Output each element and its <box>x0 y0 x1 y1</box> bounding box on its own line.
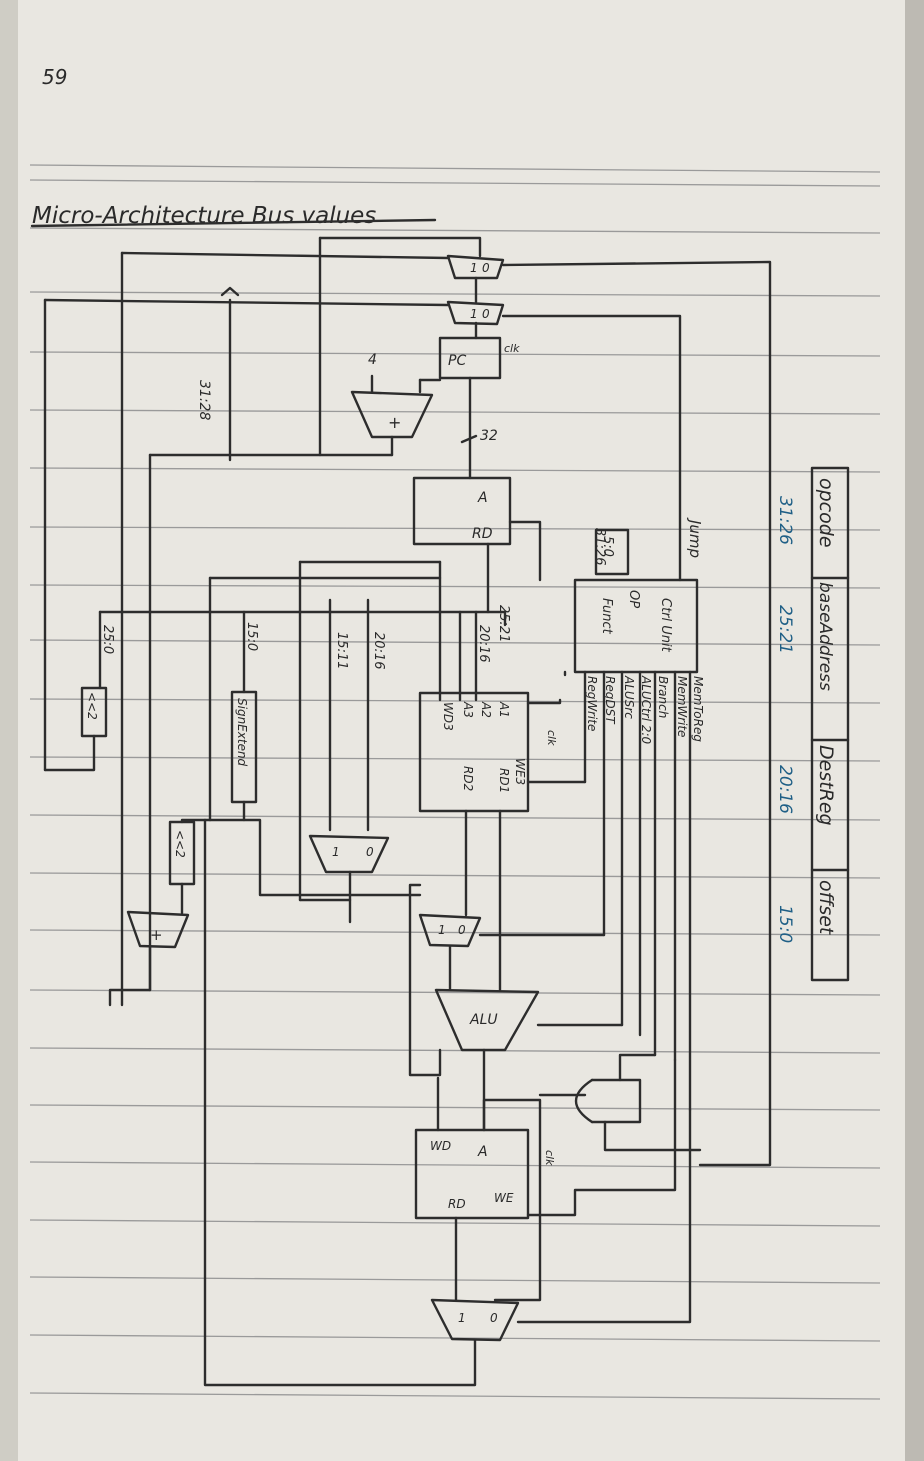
adder-plus: + <box>388 413 401 432</box>
ctrl-unit-label: Ctrl Unit <box>658 598 673 653</box>
dm-we-label: WE <box>494 1191 514 1205</box>
jump-signal-label: Jump <box>686 517 704 558</box>
title-underline <box>30 218 437 228</box>
op-field-box: 5:0 <box>594 528 630 576</box>
rf-we3-label: WE3 <box>513 758 527 785</box>
ruled-lines <box>29 164 881 1400</box>
field-offset: offset <box>815 880 837 936</box>
mux-label-1: 1 <box>470 307 478 321</box>
rf-a1-label: A1 <box>497 701 511 718</box>
mux-label-1: 1 <box>438 923 446 937</box>
shl2-label: <<2 <box>85 692 99 720</box>
bus-width-label: 32 <box>480 428 498 444</box>
rf-rd2-label: RD2 <box>461 766 475 791</box>
pc-clk-label: clk <box>504 342 520 355</box>
field-base-address: baseAddress <box>815 582 835 691</box>
page-number: 59 <box>42 65 67 89</box>
control-signal-labels: MemToReg MemWrite Branch ALUCtrl 2:0 ALU… <box>585 675 705 745</box>
bits-15-11-label: 15:11 <box>334 632 349 669</box>
bits-5-0-label: 5:0 <box>600 536 615 557</box>
bits-dest-reg: 20:16 <box>775 765 795 814</box>
imem-a-label: A <box>477 490 488 506</box>
mux-label-0: 0 <box>366 845 374 859</box>
bits-base-address: 25:21 <box>775 605 795 654</box>
instruction-bus <box>98 560 507 902</box>
field-dest-reg: DestReg <box>815 745 837 826</box>
rf-a3-label: A3 <box>461 701 475 718</box>
sign-extend-unit: SignExtend <box>230 690 258 804</box>
bits-20-16-label-a: 20:16 <box>476 625 491 662</box>
mux-label-0: 0 <box>490 1311 498 1325</box>
dm-a-label: A <box>477 1144 488 1160</box>
bits-25-0-label: 25:0 <box>100 625 115 654</box>
control-signal-wires <box>563 670 692 1112</box>
instruction-format-table: opcode baseAddress DestReg offset 31:26 … <box>775 466 850 982</box>
jump-shift-left-2: <<2 <box>80 686 108 738</box>
rf-clk-label: clk <box>545 730 558 746</box>
dm-wd-label: WD <box>430 1139 451 1153</box>
bits-15-0-label: 15:0 <box>244 622 259 651</box>
signal-alusrc: ALUSrc <box>622 675 636 719</box>
upper-bus-wiring <box>43 236 772 1167</box>
data-memory: A WD WE RD clk <box>414 1128 556 1220</box>
dm-clk-label: clk <box>543 1150 556 1166</box>
signal-branch: Branch <box>656 676 670 718</box>
dm-rd-label: RD <box>448 1197 466 1211</box>
bits-31-28-label: 31:28 <box>196 380 212 420</box>
signal-regdst: RegDST <box>603 676 617 725</box>
branch-shift-left-2: <<2 <box>168 820 196 886</box>
rf-a2-label: A2 <box>479 701 493 718</box>
control-unit: Ctrl Unit OP Funct <box>573 578 699 674</box>
pc-source-mux-top: 1 0 <box>446 254 505 280</box>
shl2-b-label: <<2 <box>173 830 187 858</box>
alu: ALU <box>434 988 540 1052</box>
constant-4-label: 4 <box>368 352 377 368</box>
rf-rd1-label: RD1 <box>497 768 511 793</box>
branch-adder: + <box>126 910 190 949</box>
branch-adder-plus: + <box>150 926 163 944</box>
ctrl-funct-label: Funct <box>599 598 614 635</box>
mux-label-0: 0 <box>482 261 490 275</box>
signal-memwrite: MemWrite <box>675 676 689 737</box>
regdst-mux: 1 0 <box>308 834 390 874</box>
branch-and-gate <box>574 1078 642 1124</box>
page-spine-shadow <box>0 0 18 1461</box>
imem-rd-label: RD <box>472 526 493 542</box>
bits-opcode: 31:26 <box>775 496 795 545</box>
alusrc-mux: 1 0 <box>418 913 482 948</box>
instruction-memory: A RD <box>412 476 512 546</box>
alu-label: ALU <box>469 1012 498 1028</box>
pc-register: PC clk <box>438 336 520 380</box>
signal-memtoreg: MemToReg <box>691 676 705 742</box>
mux-label-0: 0 <box>458 923 466 937</box>
bits-25-21-label: 25:21 <box>496 605 511 642</box>
page-edge <box>905 0 924 1461</box>
pc-source-mux-jump: 1 0 <box>446 300 505 326</box>
bits-offset: 15:0 <box>775 905 795 943</box>
mux-label-1: 1 <box>332 845 340 859</box>
ctrl-op-label: OP <box>626 590 641 608</box>
signal-aluctrl: ALUCtrl 2:0 <box>639 675 653 745</box>
memtoreg-mux: 1 0 <box>430 1298 520 1342</box>
pc-label: PC <box>448 353 466 369</box>
mux-label-0: 0 <box>482 307 490 321</box>
mux-label-1: 1 <box>458 1311 466 1325</box>
field-opcode: opcode <box>815 478 837 548</box>
rf-wd3-label: WD3 <box>441 702 455 731</box>
sign-extend-label: SignExtend <box>235 698 249 767</box>
signal-regwrite: RegWrite <box>585 676 599 731</box>
register-file: A1 A2 A3 WD3 clk WE3 RD1 RD2 <box>418 691 558 813</box>
pc-plus4-adder: + <box>350 390 434 439</box>
bits-20-16-label-b: 20:16 <box>371 632 386 669</box>
mux-label-1: 1 <box>470 261 478 275</box>
